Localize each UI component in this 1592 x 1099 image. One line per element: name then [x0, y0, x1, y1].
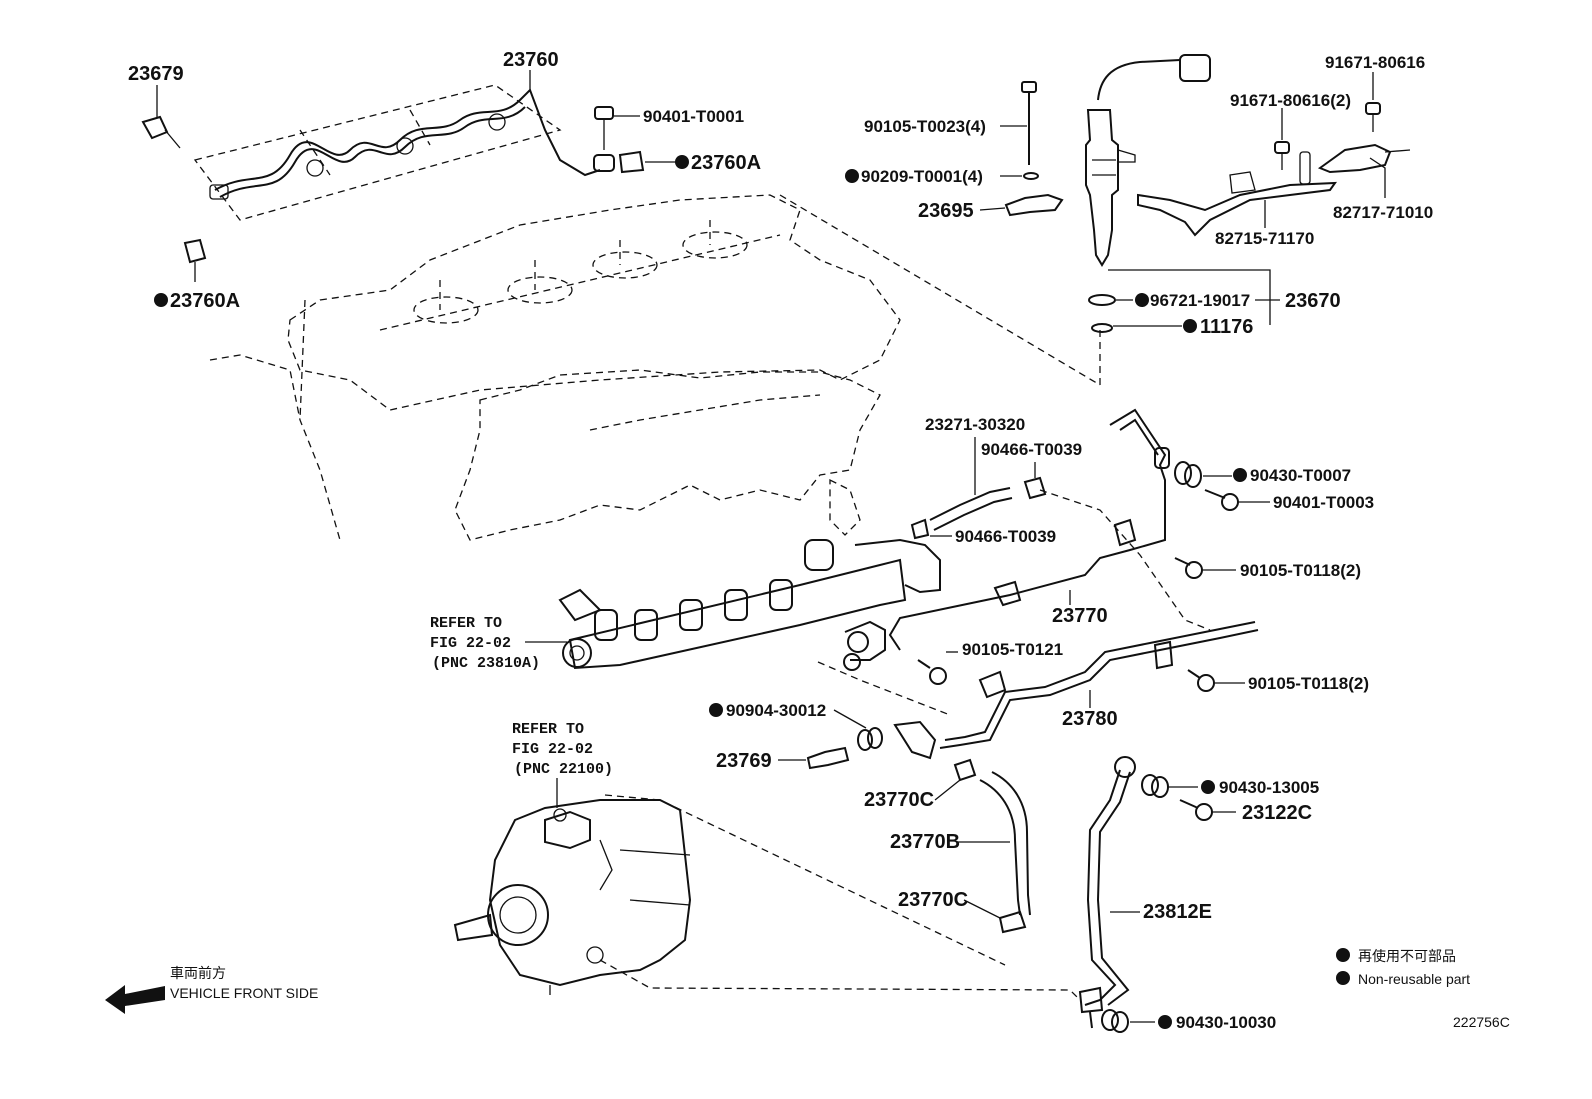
label-23770: 23770	[1052, 605, 1108, 627]
label-91671-80616: 91671-80616	[1325, 53, 1425, 72]
vehicle-front-arrow-icon	[105, 985, 165, 1014]
label-11176: 11176	[1200, 316, 1253, 338]
legend-text-jp: 再使用不可部品	[1358, 948, 1456, 964]
label-90401-t0003: 90401-T0003	[1273, 493, 1374, 512]
bolt-90401-t0001[interactable]	[593, 106, 615, 172]
label-23760: 23760	[503, 49, 559, 71]
label-23679: 23679	[128, 63, 184, 85]
label-23760a-left: 23760A	[170, 290, 240, 312]
bolt-91671-80616[interactable]	[1365, 102, 1381, 132]
label-23770c-lower: 23770C	[898, 889, 968, 911]
wire-harness-23760[interactable]	[193, 84, 601, 221]
bracket-82717-71010[interactable]	[1317, 143, 1411, 174]
bolt-23122c[interactable]	[1179, 799, 1213, 821]
label-90466-t0039-lower: 90466-T0039	[955, 527, 1056, 546]
rail-ref-line2: FIG 22-02	[430, 635, 511, 652]
non-reusable-markers	[154, 155, 1247, 1029]
pipe-23812e[interactable]	[1078, 756, 1136, 1029]
gasket-11176[interactable]	[1091, 323, 1113, 333]
legend-text-en: Non-reusable part	[1358, 971, 1470, 987]
banjo-fitting	[843, 620, 886, 671]
clamp-23695[interactable]	[1004, 193, 1064, 217]
label-82715-71170: 82715-71170	[1215, 229, 1314, 248]
bolt-91671-80616-2[interactable]	[1274, 141, 1290, 170]
pipe-23770[interactable]	[888, 408, 1170, 651]
clamp-23770c-lower[interactable]	[998, 910, 1027, 934]
clamp-23760a-top[interactable]	[618, 150, 645, 174]
label-90209-t0001: 90209-T0001(4)	[861, 167, 983, 186]
label-23812e: 23812E	[1143, 901, 1212, 923]
label-23695: 23695	[918, 200, 974, 222]
direction-jp: 車両前方	[170, 965, 226, 981]
label-90430-10030: 90430-10030	[1176, 1013, 1276, 1032]
rail-ref-line1: REFER TO	[430, 615, 502, 632]
bolt-90105-t0121[interactable]	[917, 659, 947, 685]
label-90105-t0023: 90105-T0023(4)	[864, 117, 986, 136]
washer-90209-t0001[interactable]	[1023, 172, 1039, 180]
label-90466-t0039-upper: 90466-T0039	[981, 440, 1082, 459]
bolt-90401-t0003[interactable]	[1204, 489, 1239, 511]
direction-en: VEHICLE FRONT SIDE	[170, 985, 318, 1001]
injector-23670[interactable]	[1085, 54, 1211, 267]
common-rail	[558, 538, 941, 670]
hose-23271-30320[interactable]	[929, 487, 1013, 531]
label-96721-19017: 96721-19017	[1150, 291, 1250, 310]
supply-pump	[453, 799, 692, 995]
label-91671-80616-2: 91671-80616(2)	[1230, 91, 1351, 110]
label-90430-13005: 90430-13005	[1219, 778, 1319, 797]
label-23770c-upper: 23770C	[864, 789, 934, 811]
legend-dot-en	[1336, 971, 1350, 985]
gasket-90430-t0007[interactable]	[1174, 461, 1202, 488]
label-23769: 23769	[716, 750, 772, 772]
clamp-23770c-upper[interactable]	[953, 758, 977, 782]
label-23670: 23670	[1285, 290, 1341, 312]
bolt-90105-t0118-upper[interactable]	[1174, 557, 1203, 579]
pump-ref-line3: (PNC 22100)	[514, 761, 613, 778]
oring-96721-19017[interactable]	[1088, 294, 1116, 306]
figure-id: 222756C	[1453, 1014, 1510, 1030]
pump-ref-line2: FIG 22-02	[512, 741, 593, 758]
label-90105-t0121: 90105-T0121	[962, 640, 1063, 659]
clip-90466-t0039-lower[interactable]	[910, 518, 930, 540]
clip-90466-t0039-upper[interactable]	[1023, 476, 1047, 500]
gasket-90430-10030[interactable]	[1101, 1009, 1129, 1033]
label-23122c: 23122C	[1242, 802, 1312, 824]
pump-ref-line1: REFER TO	[512, 721, 584, 738]
gasket-90904-30012[interactable]	[857, 727, 883, 751]
label-23770b: 23770B	[890, 831, 960, 853]
label-23780: 23780	[1062, 708, 1118, 730]
rail-ref-line3: (PNC 23810A)	[432, 655, 540, 672]
label-90105-t0118-lower: 90105-T0118(2)	[1248, 674, 1369, 693]
label-23271-30320: 23271-30320	[925, 415, 1025, 434]
sensor-23679[interactable]	[141, 115, 181, 149]
label-90105-t0118-upper: 90105-T0118(2)	[1240, 561, 1361, 580]
engine-outline	[209, 194, 1101, 541]
label-82717-71010: 82717-71010	[1333, 203, 1433, 222]
bracket-82715-71170[interactable]	[1137, 151, 1338, 237]
sensor-23769[interactable]	[806, 746, 850, 770]
label-90401-t0001: 90401-T0001	[643, 107, 744, 126]
label-23760a-top: 23760A	[691, 152, 761, 174]
hose-23770b[interactable]	[979, 771, 1031, 916]
label-90904-30012: 90904-30012	[726, 701, 826, 720]
legend-dot-jp	[1336, 948, 1350, 962]
gasket-90430-13005[interactable]	[1141, 774, 1169, 798]
clamp-23760a-left[interactable]	[183, 238, 207, 264]
pipe-23780[interactable]	[893, 621, 1259, 760]
bolt-90105-t0118-lower[interactable]	[1187, 669, 1215, 692]
bolt-90105-t0023[interactable]	[1021, 81, 1037, 165]
label-90430-t0007: 90430-T0007	[1250, 466, 1351, 485]
